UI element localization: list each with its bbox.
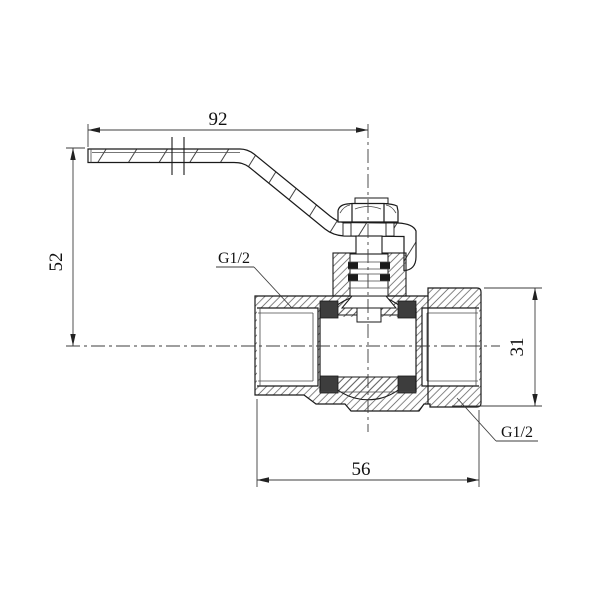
right-port-bore [422,308,479,386]
handle-break-marks [171,137,185,175]
lever-handle [87,148,417,272]
stem-tang [356,307,382,323]
dimension-52-text: 52 [46,253,67,272]
ball [323,294,413,401]
stem-seal [380,262,390,269]
thread-label-outlet: G1/2 [456,397,538,442]
left-port-bore [257,308,318,386]
bore-threads [257,296,479,404]
nut-tab [342,222,352,237]
stem-seal [348,274,358,281]
dimension-92-text: 92 [209,109,228,130]
thread-label-outlet-text: G1/2 [501,424,533,441]
packing-gland [332,252,407,297]
stem-seal [348,262,358,269]
thread-label-inlet: G1/2 [216,250,293,309]
thread-label-inlet-text: G1/2 [218,250,250,267]
stem [355,235,383,255]
dimension-52: 52 [46,147,85,346]
dimension-31: 31 [452,287,542,407]
dimension-56: 56 [256,399,480,487]
dimension-56-text: 56 [352,459,371,480]
dimension-92: 92 [87,109,368,147]
stem-seal [380,274,390,281]
stem-top-cap [354,197,389,204]
nut-tab [385,222,395,237]
center-lines [66,124,500,432]
stem-flare [340,295,398,309]
dimension-31-text: 31 [507,338,528,357]
